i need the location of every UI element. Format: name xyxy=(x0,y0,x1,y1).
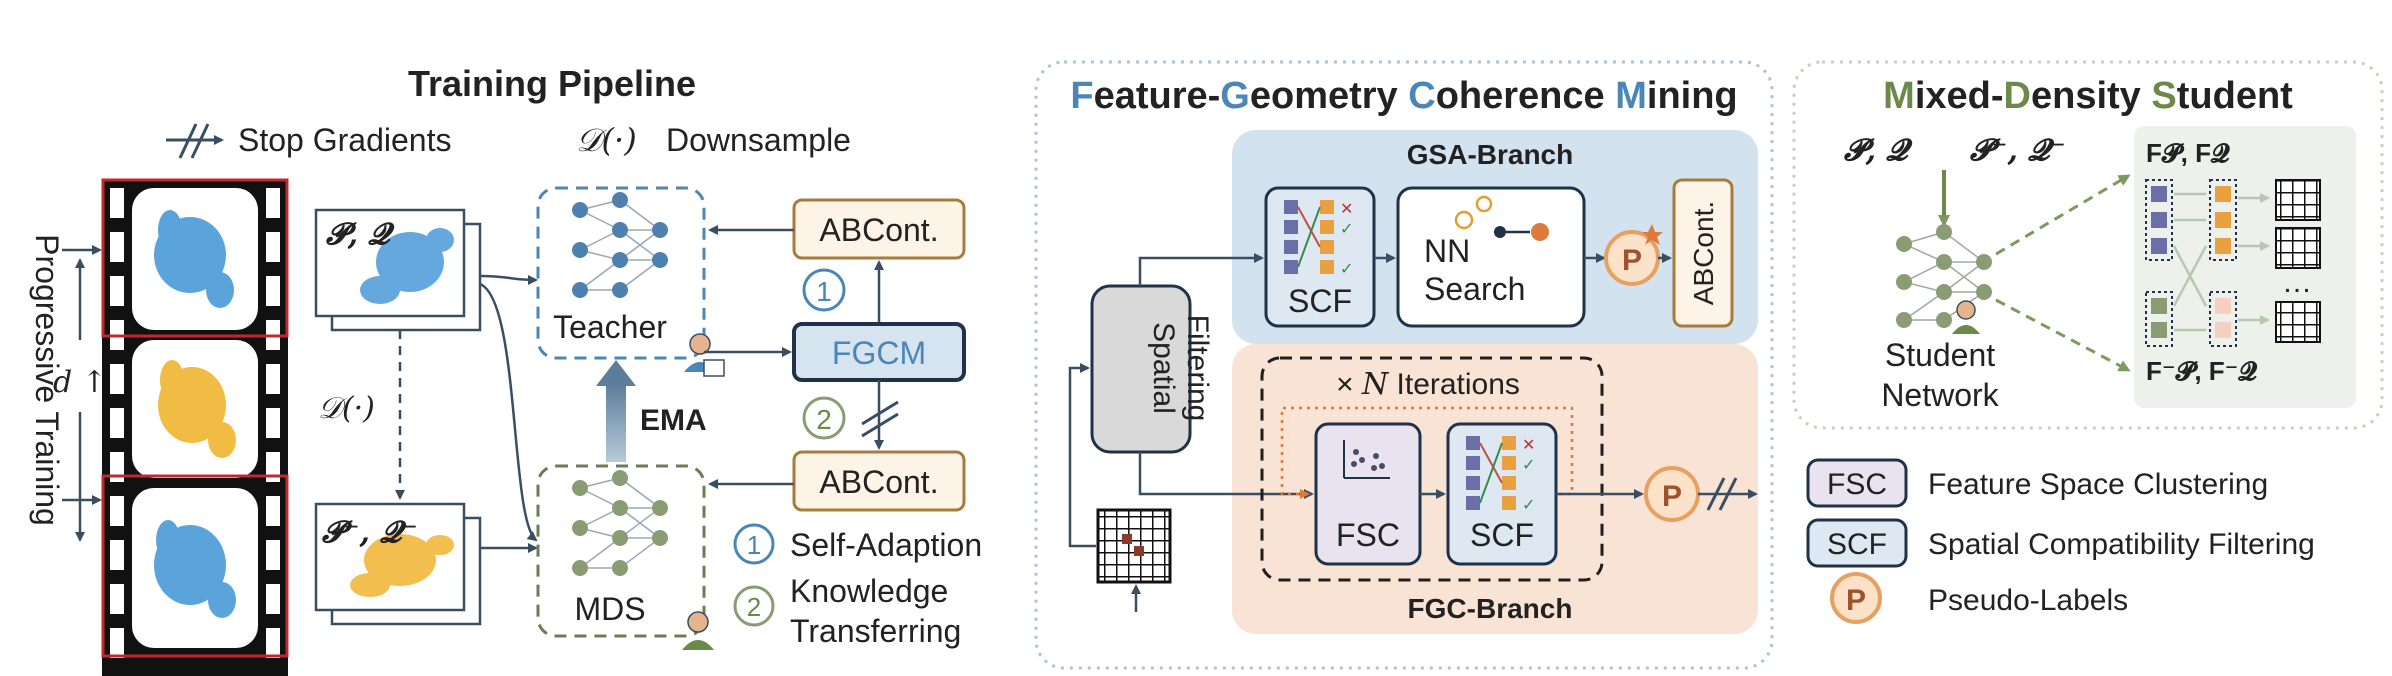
fsc-icon xyxy=(1343,440,1390,479)
fgcm-label: FGCM xyxy=(832,335,926,371)
legend2-num: 2 xyxy=(747,592,761,622)
legend1-text: Self-Adaption xyxy=(790,527,982,563)
svg-text:✕: ✕ xyxy=(1340,201,1353,218)
abcont-bottom-label: ABCont. xyxy=(819,464,938,500)
step2-num: 2 xyxy=(816,404,832,435)
stop-gradients-icon xyxy=(166,123,224,159)
student-line2: Network xyxy=(1881,377,1999,413)
svg-text:✓: ✓ xyxy=(1340,261,1353,278)
d-label: d ↑ xyxy=(53,365,107,400)
pq-frames: 𝓟, 𝓠 xyxy=(314,208,482,332)
teacher-label: Teacher xyxy=(553,309,667,345)
iterations-label: × N Iterations xyxy=(1336,367,1520,402)
feat1-label: F𝓟, F𝓠 xyxy=(2146,138,2230,168)
student-line1: Student xyxy=(1885,337,1995,373)
mds-panel: Mixed-Density Student 𝓟, 𝓠 𝓟⁻, 𝓠⁻ Studen… xyxy=(1792,60,2384,430)
legend-p-text: Pseudo-Labels xyxy=(1928,584,2128,617)
svg-text:✓: ✓ xyxy=(1522,497,1535,514)
fsc-label: FSC xyxy=(1336,517,1400,553)
mds-input1: 𝓟, 𝓠 xyxy=(1844,133,1914,168)
svg-text:P: P xyxy=(1662,480,1682,513)
mds-panel-title: Mixed-Density Student xyxy=(1883,75,2293,117)
abbreviation-legend: FSC Feature Space Clustering SCF Spatial… xyxy=(1806,458,2315,624)
stop-gradient-mark-2 xyxy=(861,400,899,438)
scf-top-icon: ✕ ✓ ✓ xyxy=(1284,200,1353,278)
svg-text:P: P xyxy=(1846,584,1866,617)
training-pipeline: Training Pipeline Stop Gradients 𝒟(·) Do… xyxy=(29,63,982,676)
mds-label: MDS xyxy=(574,591,645,627)
teacher-person-icon xyxy=(684,333,725,377)
fgc-branch-title: FGC-Branch xyxy=(1408,593,1573,624)
abcont-vertical-label: ABCont. xyxy=(1688,201,1719,305)
film-strip xyxy=(101,178,289,676)
step1-circle xyxy=(802,268,846,312)
legend-scf-text: Spatial Compatibility Filtering xyxy=(1928,528,2315,561)
svg-text:✓: ✓ xyxy=(1340,221,1353,238)
legend2-text-line1: Knowledge xyxy=(790,573,948,609)
mds-person-icon xyxy=(682,611,714,650)
legend2-circle xyxy=(733,585,775,627)
progressive-training-label: Progressive Training xyxy=(29,234,65,526)
spatial-to-scf-top-arrow xyxy=(1138,253,1264,286)
ema-arrow xyxy=(596,360,636,462)
step2-circle xyxy=(802,396,846,440)
nn-search-line1: NN xyxy=(1424,233,1470,269)
svg-text:✓: ✓ xyxy=(1522,457,1535,474)
legend-fsc-box xyxy=(1806,458,1908,508)
ema-label: EMA xyxy=(640,404,707,437)
legend-pseudo-label-icon: P xyxy=(1830,572,1882,624)
pq-to-teacher-arrow xyxy=(479,274,538,285)
spatial-to-fsc-arrow xyxy=(1138,452,1314,499)
pq-label: 𝓟, 𝓠 xyxy=(326,217,396,252)
nn-search-icon xyxy=(1454,195,1549,241)
scf-top-label: SCF xyxy=(1288,283,1352,319)
downsample-symbol: 𝒟(·) xyxy=(576,121,637,159)
student-to-feat2-arrow xyxy=(1995,298,2131,372)
grid-to-spatial-arrow xyxy=(1068,363,1096,548)
nn-search-line2: Search xyxy=(1424,271,1525,307)
abcont-bottom-box xyxy=(792,450,966,512)
legend-scf-abbr: SCF xyxy=(1827,528,1887,561)
legend-scf-box xyxy=(1806,518,1908,568)
mds-box: MDS xyxy=(536,464,714,650)
teacher-box: Teacher xyxy=(536,186,725,377)
stop-gradients-label: Stop Gradients xyxy=(238,122,451,158)
downsample-mid-label: 𝒟(·) xyxy=(318,391,375,426)
fgcm-panel: Feature-Geometry Coherence Mining GSA-Br… xyxy=(1034,60,1774,670)
mds-input2: 𝓟⁻, 𝓠⁻ xyxy=(1970,133,2066,168)
legend1-num: 1 xyxy=(747,530,761,560)
feat2-label: F⁻𝓟, F⁻𝓠 xyxy=(2146,356,2257,386)
student-network-icon xyxy=(1896,224,1992,334)
legend2-text-line2: Transferring xyxy=(790,613,961,649)
legend-fsc-text: Feature Space Clustering xyxy=(1928,468,2268,501)
pq-minus-label: 𝓟⁻, 𝓠⁻ xyxy=(322,515,418,550)
scf-bottom-icon: ✕ ✓ ✓ xyxy=(1466,436,1535,514)
abcont-vertical-box xyxy=(1672,178,1734,328)
pipeline-title: Training Pipeline xyxy=(408,63,696,104)
svg-text:P: P xyxy=(1622,244,1642,277)
step1-num: 1 xyxy=(816,276,832,307)
student-to-feat1-arrow xyxy=(1995,174,2131,256)
iterations-box xyxy=(1260,356,1604,582)
scf-bottom-label: SCF xyxy=(1470,517,1534,553)
pseudo-label-bottom-icon: P xyxy=(1644,466,1700,522)
gsa-branch-title: GSA-Branch xyxy=(1407,139,1573,170)
stop-gradient-mark-out xyxy=(1706,477,1738,511)
feature-dots: … xyxy=(2282,266,2312,299)
feature-columns xyxy=(2145,179,2321,347)
pq-minus-frames: 𝓟⁻, 𝓠⁻ xyxy=(314,502,482,626)
pseudo-label-top-icon: P xyxy=(1604,224,1663,286)
spatial-filtering-label: SpatialFiltering xyxy=(1147,315,1214,422)
legend-fsc-abbr: FSC xyxy=(1827,468,1887,501)
legend1-circle xyxy=(733,523,775,565)
fgcm-panel-title: Feature-Geometry Coherence Mining xyxy=(1070,75,1737,117)
pq-to-mds-arrow xyxy=(479,282,538,542)
downsample-label: Downsample xyxy=(666,122,851,158)
svg-text:✕: ✕ xyxy=(1522,437,1535,454)
abcont-top-label: ABCont. xyxy=(819,212,938,248)
